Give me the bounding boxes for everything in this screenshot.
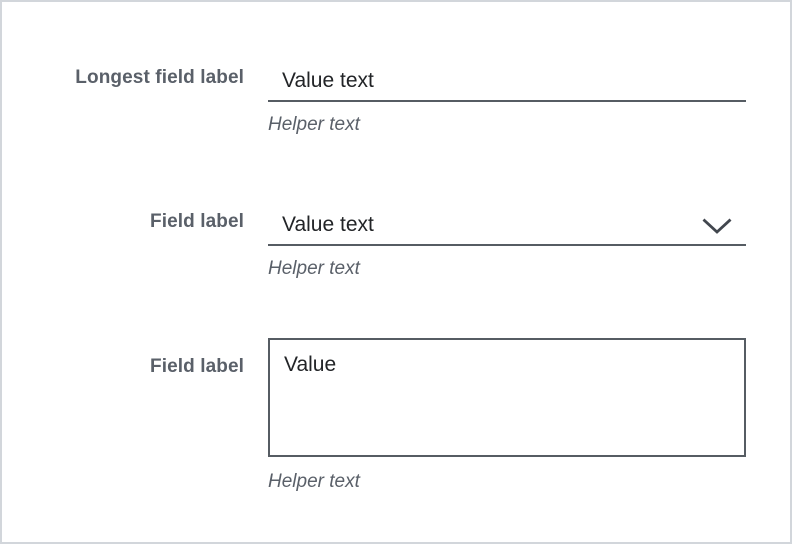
field-control-select: Value text Helper text [268, 206, 746, 281]
field-control-text: Value text Helper text [268, 62, 746, 137]
field-label-select: Field label [149, 211, 244, 232]
chevron-down-icon[interactable] [702, 217, 732, 235]
text-input[interactable]: Value text [268, 62, 746, 102]
select-input-value: Value text [282, 213, 374, 236]
text-input-value: Value text [282, 69, 374, 92]
textarea-input-value: Value [284, 353, 337, 376]
field-label-textarea: Field label [149, 356, 244, 377]
select-input[interactable]: Value text [268, 206, 746, 246]
helper-text-field-select: Helper text [268, 258, 360, 279]
field-control-textarea: Value Helper text [268, 338, 746, 494]
textarea-input[interactable]: Value [268, 338, 746, 457]
helper-text-field-text: Helper text [268, 114, 360, 135]
helper-text-field-textarea: Helper text [268, 471, 360, 492]
field-label-text: Longest field label [75, 67, 244, 88]
